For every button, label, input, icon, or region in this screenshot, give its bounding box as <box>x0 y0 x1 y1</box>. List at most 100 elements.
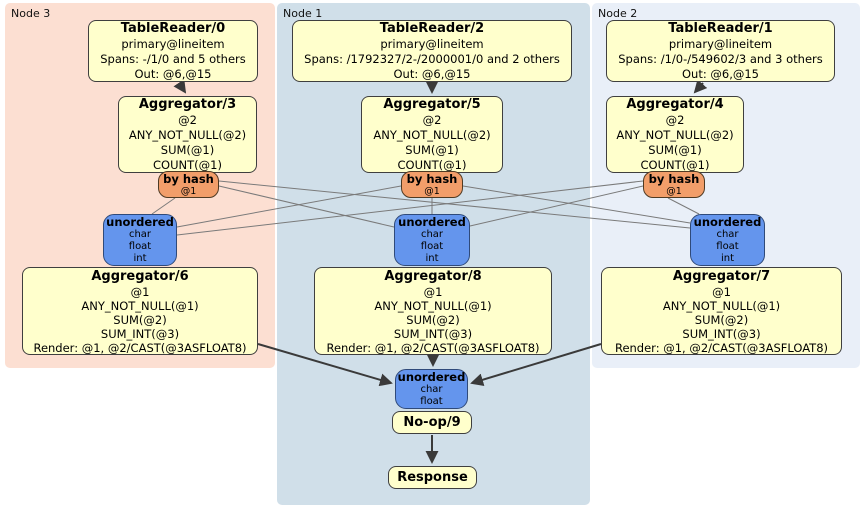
sync-unordered-node3: unordered char float int <box>103 214 177 266</box>
edge-hash1-sync2 <box>462 185 691 224</box>
flow-arrows <box>173 79 708 464</box>
arrow-tr1-agg4 <box>693 79 708 94</box>
processor-tablereader-2: TableReader/2 primary@lineitem Spans: /1… <box>292 20 572 82</box>
edge-hash3-sync1 <box>218 185 395 228</box>
sync-title: unordered <box>398 215 466 229</box>
processor-line: @1 <box>423 284 443 299</box>
processor-aggregator-8: Aggregator/8 @1 ANY_NOT_NULL(@1) SUM(@2)… <box>314 267 552 355</box>
processor-line: Spans: /1792327/2-/2000001/0 and 2 other… <box>304 52 560 66</box>
edge-hash2-sync1 <box>469 185 644 227</box>
processor-title: Aggregator/8 <box>384 268 482 284</box>
router-by-hash-node3: by hash @1 <box>158 171 219 198</box>
processor-line: Out: @6,@15 <box>682 67 759 81</box>
processor-title: TableReader/0 <box>120 21 226 36</box>
processor-line: @2 <box>665 113 685 127</box>
processor-line: SUM(@1) <box>648 143 702 157</box>
processor-line: ANY_NOT_NULL(@2) <box>128 128 247 142</box>
router-title: by hash <box>406 171 458 186</box>
processor-line: SUM(@1) <box>160 143 215 157</box>
edge-hash3-sync2 <box>218 180 691 229</box>
sync-unordered-final: unordered char float <box>395 369 468 409</box>
sync-type: char <box>420 229 444 240</box>
processor-line: SUM(@1) <box>405 143 459 157</box>
sync-type: char <box>420 384 443 395</box>
processor-tablereader-0: TableReader/0 primary@lineitem Spans: -/… <box>88 20 258 82</box>
processor-line: SUM_INT(@3) <box>393 326 473 341</box>
processor-line: Spans: /1/0-/549602/3 and 3 others <box>618 52 823 66</box>
processor-line: Out: @6,@15 <box>134 67 212 81</box>
processor-line: Render: @1, @2/CAST(@3ASFLOAT8) <box>326 340 540 355</box>
processor-aggregator-4: Aggregator/4 @2 ANY_NOT_NULL(@2) SUM(@1)… <box>606 96 744 173</box>
edge-hash3-sync3 <box>151 197 176 215</box>
router-by-hash-node2: by hash @1 <box>643 171 705 198</box>
processor-aggregator-6: Aggregator/6 @1 ANY_NOT_NULL(@1) SUM(@2)… <box>22 267 258 355</box>
arrow-tr0-agg3 <box>173 79 187 94</box>
processor-line: SUM(@2) <box>406 312 460 327</box>
sync-type: char <box>716 229 739 240</box>
router-by-hash-node1: by hash @1 <box>401 171 463 198</box>
processor-title: Response <box>397 470 468 485</box>
processor-response: Response <box>388 466 477 489</box>
sync-title: unordered <box>397 370 466 384</box>
processor-line: Out: @6,@15 <box>393 67 471 81</box>
router-detail: @1 <box>424 185 440 197</box>
processor-aggregator-3: Aggregator/3 @2 ANY_NOT_NULL(@2) SUM(@1)… <box>118 96 257 173</box>
processor-line: ANY_NOT_NULL(@2) <box>616 128 734 142</box>
processor-title: Aggregator/4 <box>626 97 724 112</box>
processor-line: @1 <box>712 284 731 299</box>
processor-line: primary@lineitem <box>380 37 484 51</box>
sync-title: unordered <box>106 215 174 229</box>
processor-line: COUNT(@1) <box>397 158 467 172</box>
processor-line: ANY_NOT_NULL(@2) <box>373 128 491 142</box>
processor-title: Aggregator/6 <box>91 268 189 284</box>
processor-line: ANY_NOT_NULL(@1) <box>374 298 492 313</box>
processor-line: @2 <box>422 113 442 127</box>
processor-line: SUM_INT(@3) <box>100 326 180 341</box>
processor-line: ANY_NOT_NULL(@1) <box>662 298 781 313</box>
processor-line: Render: @1, @2/CAST(@3ASFLOAT8) <box>33 340 247 355</box>
processor-title: No-op/9 <box>403 415 461 430</box>
edge-hash1-sync3 <box>176 185 402 228</box>
arrow-agg6-final <box>257 343 393 387</box>
processor-line: SUM(@2) <box>113 312 167 327</box>
sync-type: float <box>420 241 444 252</box>
router-detail: @1 <box>180 185 197 197</box>
processor-title: Aggregator/5 <box>383 97 481 112</box>
sync-title: unordered <box>693 215 762 229</box>
processor-line: COUNT(@1) <box>153 158 222 172</box>
arrow-agg7-final <box>470 343 602 387</box>
processor-line: @1 <box>130 284 150 299</box>
processor-line: Spans: -/1/0 and 5 others <box>100 52 246 66</box>
sync-type: float <box>128 241 152 252</box>
processor-line: Render: @1, @2/CAST(@3ASFLOAT8) <box>614 340 829 355</box>
processor-title: Aggregator/3 <box>138 97 237 112</box>
edge-hash2-sync3 <box>176 180 644 236</box>
processor-aggregator-7: Aggregator/7 @1 ANY_NOT_NULL(@1) SUM(@2)… <box>601 267 842 355</box>
sync-type: int <box>133 253 147 264</box>
router-title: by hash <box>648 171 700 186</box>
processor-line: SUM_INT(@3) <box>682 326 761 341</box>
processor-tablereader-1: TableReader/1 primary@lineitem Spans: /1… <box>606 20 835 82</box>
node3-label: Node 3 <box>11 7 51 20</box>
processor-line: COUNT(@1) <box>640 158 710 172</box>
processor-noop-9: No-op/9 <box>392 411 472 434</box>
sync-unordered-node2: unordered char float int <box>690 214 765 266</box>
stream-edges <box>151 180 700 236</box>
sync-type: int <box>720 253 735 264</box>
processor-title: TableReader/1 <box>668 21 773 36</box>
node2-label: Node 2 <box>598 7 638 20</box>
sync-type: int <box>425 253 439 264</box>
router-detail: @1 <box>666 185 682 197</box>
processor-line: SUM(@2) <box>694 312 749 327</box>
processor-line: ANY_NOT_NULL(@1) <box>81 298 199 313</box>
processor-line: primary@lineitem <box>668 37 773 51</box>
processor-title: TableReader/2 <box>379 21 485 36</box>
sync-unordered-node1: unordered char float int <box>394 214 470 266</box>
sync-type: char <box>128 229 152 240</box>
sync-type: float <box>716 241 739 252</box>
processor-line: primary@lineitem <box>121 37 225 51</box>
processor-aggregator-5: Aggregator/5 @2 ANY_NOT_NULL(@2) SUM(@1)… <box>361 96 503 173</box>
processor-line: @2 <box>178 113 197 127</box>
